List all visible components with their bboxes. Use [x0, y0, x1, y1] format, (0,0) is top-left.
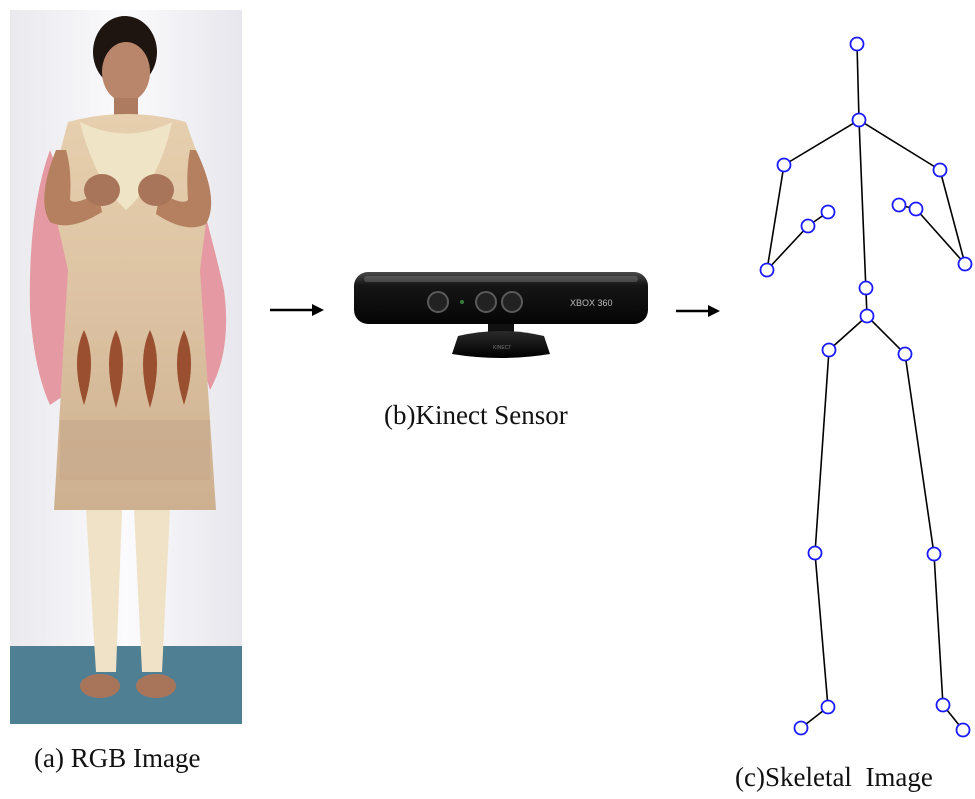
left-arm [44, 150, 102, 226]
neck-scarf [80, 122, 172, 210]
joint-knee-right [926, 546, 942, 562]
joint-foot-right [955, 722, 971, 738]
bone-shin-left [814, 552, 829, 708]
joint-hip-left [821, 342, 837, 358]
floor [10, 646, 242, 724]
leaf-pattern-3 [143, 330, 157, 408]
right-foot [136, 674, 176, 698]
joint-ankle-left [820, 699, 836, 715]
kinect-ir-emitter [427, 291, 449, 313]
kinect-bar [354, 272, 648, 324]
joint-hip-center [859, 308, 875, 324]
left-fist [84, 174, 120, 206]
left-foot [80, 674, 120, 698]
joint-spine [858, 280, 874, 296]
leaf-pattern-2 [109, 330, 123, 408]
skeleton-bones [766, 43, 966, 731]
bone-upper-arm-right [939, 169, 966, 265]
bone-forearm-left [766, 225, 809, 271]
arrow-rgb-to-kinect [270, 304, 324, 316]
bone-thigh-right [904, 353, 935, 555]
right-fist [138, 174, 174, 206]
kinect-depth-sensor [501, 291, 523, 313]
joint-head [849, 36, 865, 52]
kinect-brand-label: XBOX 360 [570, 298, 613, 308]
joint-shoulder-right [932, 162, 948, 178]
right-leg [134, 510, 170, 672]
joint-wrist-right [908, 201, 924, 217]
kurta-border [60, 420, 210, 480]
joint-elbow-left [759, 262, 775, 278]
bone-hip-left [828, 315, 868, 351]
caption-kinect-sensor: (b)Kinect Sensor [384, 400, 568, 430]
kinect-sensor-device: XBOX 360 KINECT [354, 272, 648, 358]
kinect-neck [488, 324, 514, 334]
kinect-bar-highlight [364, 276, 638, 282]
joint-ankle-right [935, 697, 951, 713]
neck [114, 98, 138, 118]
bone-thigh-left [814, 349, 830, 554]
arrow-kinect-to-skeleton [676, 305, 720, 317]
left-leg [86, 510, 122, 672]
caption-rgb-image: (a) RGB Image [34, 743, 201, 773]
skeleton-joints [759, 36, 973, 738]
joint-knee-left [807, 545, 823, 561]
bone-upper-arm-left [766, 164, 785, 271]
kinect-base-label: KINECT [493, 345, 511, 351]
joint-shoulder-left [776, 157, 792, 173]
right-arm [156, 150, 212, 228]
bone-shin-right [933, 553, 944, 706]
face [102, 42, 150, 102]
leaf-pattern-4 [177, 330, 191, 405]
bone-shoulder-left [783, 119, 860, 166]
joint-elbow-right [957, 256, 973, 272]
kinect-base [452, 331, 550, 358]
kinect-led [460, 300, 464, 304]
joint-shoulder-center [851, 112, 867, 128]
joint-hip-right [897, 346, 913, 362]
bone-head-neck [856, 43, 860, 121]
bone-shoulder-right [858, 119, 941, 171]
joint-hand-right [891, 197, 907, 213]
kinect-rgb-camera [475, 291, 497, 313]
rgb-photo [10, 10, 242, 724]
caption-skeletal-image: (c)Skeletal Image [735, 762, 933, 792]
bone-forearm-right [915, 208, 966, 265]
bone-hip-right [866, 315, 906, 355]
leaf-pattern-1 [77, 330, 91, 405]
joint-hand-left [820, 204, 836, 220]
joint-wrist-left [800, 218, 816, 234]
joint-foot-left [793, 720, 809, 736]
